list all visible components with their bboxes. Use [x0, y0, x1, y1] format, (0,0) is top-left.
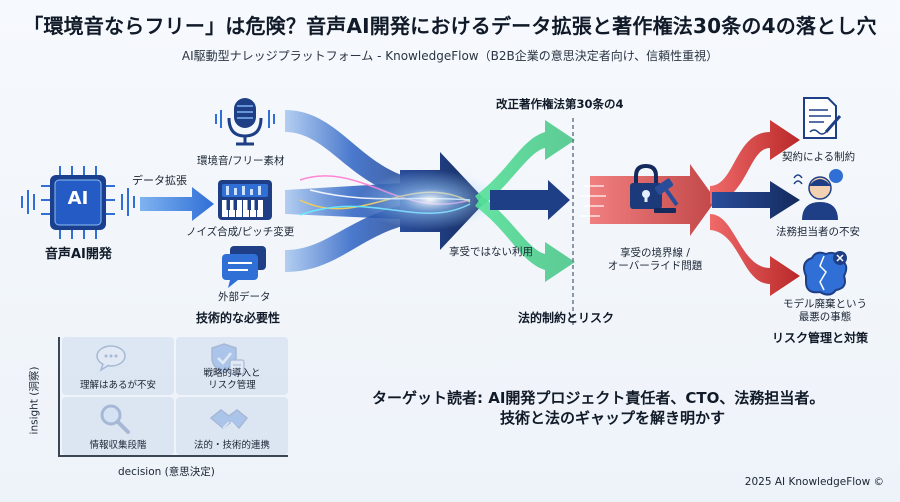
boundary-label-2: オーバーライド問題: [607, 260, 703, 272]
boundary-arrow: [490, 180, 570, 220]
page-subtitle: AI駆動型ナレッジプラットフォーム - KnowledgeFlow（B2B企業の…: [181, 49, 719, 63]
ai-chip-icon: [41, 166, 115, 239]
matrix-cell-label: 理解はあるが不安: [79, 379, 156, 391]
chat-bubbles-icon: [222, 246, 266, 288]
ai-chip-label: AI: [67, 188, 89, 209]
worried-person-icon: [793, 169, 843, 220]
legal-anxiety-label: 法務担当者の不安: [776, 226, 860, 238]
model-label-2: 最悪の事態: [798, 311, 852, 323]
model-arrow: [710, 214, 800, 296]
contract-document-icon: [803, 97, 842, 139]
source-noise-label: ノイズ合成/ピッチ変更: [186, 226, 295, 238]
contract-arrow: [710, 120, 800, 204]
law-heading: 改正著作権法第30条の4: [496, 97, 624, 111]
source-ambient-label: 環境音/フリー素材: [197, 155, 285, 167]
model-label-1: モデル廃棄という: [783, 298, 867, 310]
lock-gavel-icon: [630, 163, 679, 213]
matrix-cell-label: 情報収集段階: [89, 439, 147, 451]
lower-green-arrow: [475, 196, 575, 282]
matrix-cell-top-right: 戦略的導入と リスク管理: [176, 337, 288, 395]
matrix-cell-top-left: 理解はあるが不安: [62, 337, 174, 395]
matrix-cell-label: 戦略的導入と リスク管理: [203, 368, 261, 391]
sources-footer: 技術的な必要性: [196, 311, 281, 325]
matrix-cell-bottom-left: 情報収集段階: [62, 397, 174, 455]
contract-label: 契約による制約: [782, 151, 856, 163]
non-enjoyment-label: 享受ではない利用: [449, 246, 533, 258]
copyright: 2025 AI KnowledgeFlow ©: [744, 476, 884, 488]
target-line-1: ターゲット読者: AI開発プロジェクト責任者、CTO、法務担当者。: [372, 389, 825, 407]
matrix-y-axis: insight (洞察): [14, 345, 54, 455]
broken-brain-icon: [803, 251, 848, 296]
synthesizer-icon: [218, 180, 272, 220]
matrix-x-axis-label: decision (意思決定): [118, 466, 215, 478]
expand-label: データ拡張: [132, 174, 187, 187]
microphone-icon: [215, 98, 275, 146]
expand-arrow: [140, 187, 214, 221]
page-title: 「環境音ならフリー」は危険？音声AI開発におけるデータ拡張と著作権法30条の4の…: [23, 14, 877, 38]
insight-decision-matrix: 理解はあるが不安 戦略的導入と リスク管理 情報収集段階 法的・技術的連携: [58, 337, 288, 457]
boundary-label-1: 享受の境界線 /: [620, 247, 690, 259]
sound-wave-icon: [21, 188, 135, 216]
target-line-2: 技術と法のギャップを解き明かす: [500, 409, 726, 428]
legal-risk-footer: 法的制約とリスク: [518, 311, 615, 325]
legal-arrow: [712, 181, 800, 219]
risk-management-footer: リスク管理と対策: [772, 331, 869, 345]
upper-green-arrow: [475, 120, 575, 206]
matrix-cell-bottom-right: 法的・技術的連携: [176, 397, 288, 455]
matrix-y-axis-label: insight (洞察): [28, 366, 41, 434]
matrix-cell-label: 法的・技術的連携: [193, 439, 270, 451]
target-audience: ターゲット読者: AI開発プロジェクト責任者、CTO、法務担当者。 技術と法のギ…: [372, 388, 872, 429]
ai-caption: 音声AI開発: [45, 247, 112, 262]
source-external-label: 外部データ: [218, 291, 271, 303]
